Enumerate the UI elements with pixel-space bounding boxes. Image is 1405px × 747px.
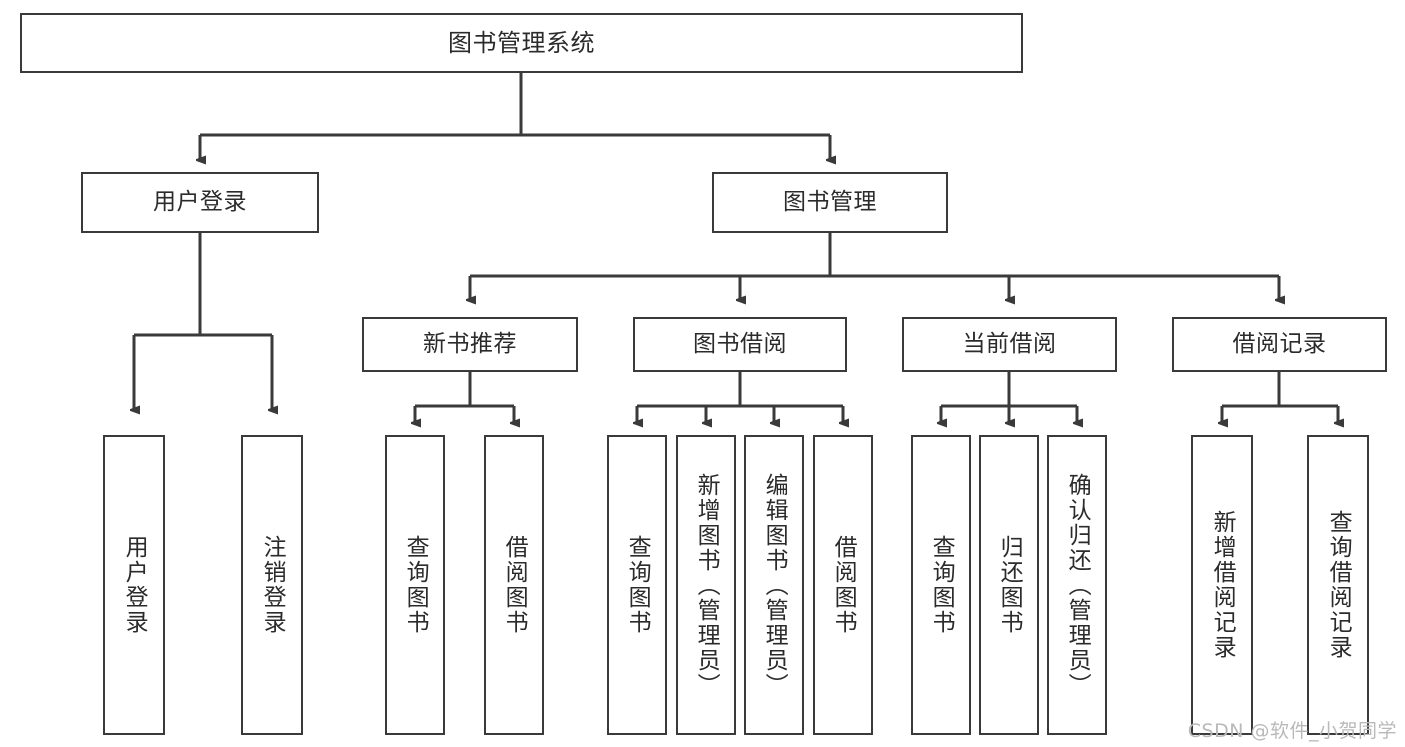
node-leaf-query-book-3[interactable]: 查询图书 xyxy=(911,435,971,735)
node-borrow-record[interactable]: 借阅记录 xyxy=(1172,317,1387,372)
node-leaf-user-login[interactable]: 用户登录 xyxy=(103,435,165,735)
node-user-login[interactable]: 用户登录 xyxy=(81,172,319,233)
node-leaf-confirm-return[interactable]: 确认归还（管理员） xyxy=(1047,435,1107,735)
node-label: 图书管理系统 xyxy=(448,28,595,57)
node-label: 新书推荐 xyxy=(423,330,517,357)
node-label: 用户登录 xyxy=(121,535,148,635)
node-label: 用户登录 xyxy=(153,188,247,215)
node-label: 查询借阅记录 xyxy=(1325,510,1352,660)
node-label: 图书管理 xyxy=(783,188,877,215)
node-label: 图书借阅 xyxy=(693,330,787,357)
node-label: 注销登录 xyxy=(259,535,286,635)
node-label: 新增图书（管理员） xyxy=(693,472,720,698)
node-leaf-logout[interactable]: 注销登录 xyxy=(241,435,303,735)
node-leaf-borrow-book-2[interactable]: 借阅图书 xyxy=(813,435,873,735)
node-label: 确认归还（管理员） xyxy=(1064,472,1091,698)
node-leaf-return-book[interactable]: 归还图书 xyxy=(979,435,1039,735)
node-label: 查询图书 xyxy=(402,535,429,635)
node-leaf-query-book-2[interactable]: 查询图书 xyxy=(607,435,667,735)
node-book-management[interactable]: 图书管理 xyxy=(712,172,948,233)
node-label: 借阅图书 xyxy=(830,535,857,635)
node-leaf-add-record[interactable]: 新增借阅记录 xyxy=(1191,435,1253,735)
node-label: 归还图书 xyxy=(996,535,1023,635)
node-book-borrow[interactable]: 图书借阅 xyxy=(633,317,847,372)
node-leaf-borrow-book-1[interactable]: 借阅图书 xyxy=(484,435,544,735)
node-leaf-query-book-1[interactable]: 查询图书 xyxy=(385,435,445,735)
node-label: 新增借阅记录 xyxy=(1209,510,1236,660)
node-label: 借阅记录 xyxy=(1232,330,1327,357)
node-label: 当前借阅 xyxy=(962,330,1057,357)
node-leaf-edit-book[interactable]: 编辑图书（管理员） xyxy=(744,435,804,735)
node-root-system[interactable]: 图书管理系统 xyxy=(20,13,1023,73)
node-label: 查询图书 xyxy=(624,535,651,635)
node-leaf-add-book[interactable]: 新增图书（管理员） xyxy=(676,435,736,735)
node-label: 查询图书 xyxy=(928,535,955,635)
node-label: 编辑图书（管理员） xyxy=(761,472,788,698)
node-current-borrow[interactable]: 当前借阅 xyxy=(902,317,1117,372)
node-leaf-query-record[interactable]: 查询借阅记录 xyxy=(1307,435,1369,735)
node-label: 借阅图书 xyxy=(501,535,528,635)
node-new-book-recommend[interactable]: 新书推荐 xyxy=(362,317,578,372)
watermark-text: CSDN @软件_小贺同学 xyxy=(1187,720,1397,742)
